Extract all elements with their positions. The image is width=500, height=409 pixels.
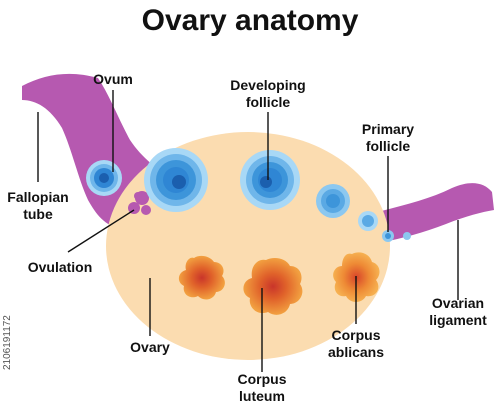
small-follicle [358, 211, 378, 231]
ovulation-rupture [128, 191, 151, 215]
ovarian-ligament-label-line2: ligament [429, 312, 487, 328]
ovum-label: Ovum [93, 71, 133, 87]
fallopian-tube-label-line1: Fallopian [7, 189, 68, 205]
primary-follicle-label-line1: Primary [362, 121, 414, 137]
ovary-label: Ovary [130, 339, 170, 355]
ovulation-leader [67, 209, 135, 253]
developing-follicle-center [240, 150, 300, 210]
developing-follicle-left [144, 148, 208, 212]
ovulation-label: Ovulation [28, 259, 93, 275]
corpus-albicans-label-line2: ablicans [328, 344, 384, 360]
developing-follicle-label-line2: follicle [246, 94, 291, 110]
corpus-luteum-label-line1: Corpus [238, 371, 287, 387]
corpus-left [178, 255, 225, 300]
growing-follicle [316, 184, 350, 218]
corpus-luteum-body [243, 258, 303, 315]
fallopian-tube-label-line2: tube [23, 206, 53, 222]
primordial-follicle [403, 232, 411, 240]
primary-follicle-label-line2: follicle [366, 138, 411, 154]
ovarian-ligament-label-line1: Ovarian [432, 295, 484, 311]
corpus-albicans-label-line1: Corpus [332, 327, 381, 343]
stock-id: 2106191172 [2, 315, 13, 370]
ovarian-ligament [370, 183, 494, 244]
leader-lines [37, 90, 459, 372]
primary-follicle [382, 230, 394, 242]
developing-follicle-label-line1: Developing [230, 77, 305, 93]
page-title: Ovary anatomy [142, 4, 359, 37]
ovum [86, 160, 122, 196]
corpus-luteum-label-line2: luteum [239, 388, 285, 404]
